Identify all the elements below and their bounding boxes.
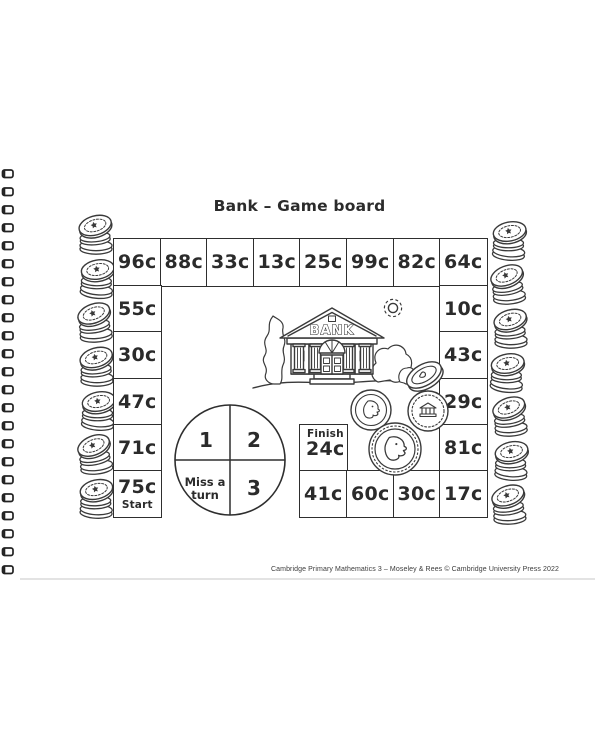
sun-icon — [383, 298, 403, 318]
start-cell: 75c Start — [113, 470, 162, 518]
board-cell-top-2: 88c — [160, 238, 208, 287]
spiral-binding — [1, 168, 15, 575]
pediment — [279, 307, 385, 339]
board-cell-top-5: 25c — [299, 238, 348, 287]
board-cell-left-2: 30c — [113, 331, 162, 380]
step — [309, 378, 355, 385]
start-cell-label: Start — [121, 499, 153, 512]
finish-cell-label: Finish — [307, 428, 344, 440]
door-icon — [320, 354, 344, 375]
arch-window-icon — [318, 339, 346, 354]
board-cell-right-4: 81c — [439, 424, 488, 472]
start-cell-value: 75c — [117, 476, 157, 499]
spinner-section-1: 1 — [199, 428, 213, 452]
bank-sign-text: BANK — [310, 324, 355, 339]
board-cell-top-7: 82c — [393, 238, 441, 287]
tilted-coin-icon — [406, 361, 444, 392]
finish-cell-value: 24c — [306, 438, 345, 460]
page-edge-shadow — [20, 578, 595, 580]
board-cell-top-4: 13c — [253, 238, 301, 287]
board-cell-bottom-2: 60c — [346, 470, 395, 518]
copyright-footer: Cambridge Primary Mathematics 3 – Mosele… — [270, 566, 559, 573]
board-cell-top-1: 96c — [113, 238, 162, 287]
board-cell-left-1: 55c — [113, 285, 162, 333]
large-head-coin-icon — [368, 422, 422, 476]
board-cell-bottom-1: 41c — [299, 470, 348, 518]
building-coin-icon — [407, 390, 449, 432]
page-title: Bank – Game board — [213, 197, 386, 215]
board-cell-right-1: 10c — [439, 285, 488, 333]
board-cell-top-3: 33c — [206, 238, 255, 287]
board-cell-bottom-3: 30c — [393, 470, 441, 518]
board-cell-top-8: 64c — [439, 238, 488, 287]
coin-icons — [350, 361, 449, 476]
spinner-section-3: 3 — [247, 476, 261, 500]
board-cell-top-6: 99c — [346, 238, 395, 287]
board-cell-left-3: 47c — [113, 378, 162, 426]
tree-icon — [262, 315, 286, 385]
pediment-window — [328, 315, 336, 322]
spinner: 1 2 3 Miss a turn — [172, 402, 288, 518]
board-cell-right-2: 43c — [439, 331, 488, 380]
spinner-section-2: 2 — [247, 428, 261, 452]
spinner-wheel-icon — [174, 404, 286, 516]
pediment-inner-line — [287, 311, 377, 337]
column-icon — [358, 343, 372, 374]
bank-illustration: BANK — [252, 298, 416, 389]
board-cell-bottom-4: 17c — [439, 470, 488, 518]
spinner-section-miss-a-turn: Miss a turn — [184, 475, 226, 502]
coin-stack-right — [485, 215, 533, 526]
head-coin-icon — [350, 389, 392, 431]
column-icon — [292, 343, 306, 374]
board-cell-left-4: 71c — [113, 424, 162, 472]
